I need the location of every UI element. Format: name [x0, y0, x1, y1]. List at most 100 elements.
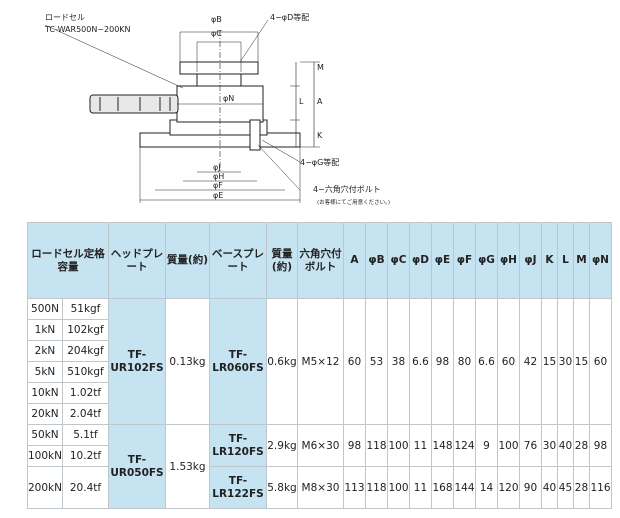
table-row: 50kN 5.1tf TF-UR050FS 1.53kg TF-LR120FS …: [27, 424, 612, 509]
dim-cell: 100: [386, 466, 410, 509]
header-dim: φF: [452, 222, 476, 299]
dim-cell: 30: [540, 424, 558, 467]
dim-cell: 90: [518, 466, 542, 509]
capacity-n: 5kN: [27, 361, 63, 383]
base-plate-model: TF-LR060FS: [208, 298, 267, 425]
capacity-n: 100kN: [27, 445, 63, 467]
bolt-size: M8×30: [296, 466, 344, 509]
header-dim: M: [572, 222, 590, 299]
header-dim: φC: [386, 222, 410, 299]
dim-cell: 53: [364, 298, 388, 425]
header-mass1: 質量(約): [164, 222, 210, 299]
dim-cell: 98: [430, 298, 454, 425]
head-plate-top: [179, 61, 259, 75]
capacity-n: 200kN: [27, 466, 63, 509]
capacity-n: 10kN: [27, 382, 63, 404]
capacity-n: 1kN: [27, 319, 63, 341]
capacity-kgf: 10.2tf: [61, 445, 109, 467]
head-plate-model: TF-UR102FS: [107, 298, 166, 425]
dim-cell: 98: [342, 424, 366, 467]
dim-cell: 100: [386, 424, 410, 467]
capacity-kgf: 1.02tf: [61, 382, 109, 404]
dim-cell: 76: [518, 424, 542, 467]
head-plate-mass: 1.53kg: [164, 424, 210, 509]
bolt-label: 4−六角穴付ボルト: [313, 184, 381, 194]
dim-cell: 144: [452, 466, 476, 509]
capacity-kgf: 204kgf: [61, 340, 109, 362]
header-dim: K: [540, 222, 558, 299]
dim-cell: 15: [572, 298, 590, 425]
phi-n-label: φN: [223, 94, 234, 103]
dim-cell: 14: [474, 466, 498, 509]
base-plate-model: TF-LR120FS: [208, 424, 267, 467]
dim-cell: 98: [588, 424, 612, 467]
header-dim: φD: [408, 222, 432, 299]
dim-cell: 30: [556, 298, 574, 425]
header-head-plate: ヘッドプレート: [107, 222, 166, 299]
capacity-n: 50kN: [27, 424, 63, 446]
capacity-n: 20kN: [27, 403, 63, 425]
header-mass2: 質量(約): [265, 222, 298, 299]
table-row: 20kN 2.04tf: [27, 403, 612, 425]
bolt-size: M5×12: [296, 298, 344, 425]
phi-c-label: φC: [211, 29, 222, 38]
header-dim: φG: [474, 222, 498, 299]
dim-cell: 6.6: [408, 298, 432, 425]
phi-f-label: φF: [213, 181, 223, 190]
capacity-kgf: 51kgf: [61, 298, 109, 320]
dim-cell: 42: [518, 298, 542, 425]
dim-cell: 116: [588, 466, 612, 509]
capacity-kgf: 510kgf: [61, 361, 109, 383]
dim-cell: 118: [364, 424, 388, 467]
phi-j-label: φJ: [213, 163, 221, 172]
dim-cell: 15: [540, 298, 558, 425]
cable: [89, 94, 179, 114]
head-plate-model: TF-UR050FS: [107, 424, 166, 509]
head-plate-mass: 0.13kg: [164, 298, 210, 425]
dim-cell: 45: [556, 466, 574, 509]
table-row: 1kN 102kgf: [27, 319, 612, 341]
header-base-plate: ベースプレート: [208, 222, 267, 299]
technical-drawing: ロードセル TC-WAR500N~200KN φB φC 4−φD等配 φN M…: [0, 0, 620, 215]
header-loadcell: ロードセル定格容量: [27, 222, 109, 299]
loadcell-model-label: TC-WAR500N~200KN: [44, 25, 131, 34]
dim-cell: 28: [572, 424, 590, 467]
dim-cell: 120: [496, 466, 520, 509]
dim-cell: 118: [364, 466, 388, 509]
header-dim: L: [556, 222, 574, 299]
k-label: K: [317, 131, 323, 140]
dim-cell: 168: [430, 466, 454, 509]
dim-cell: 28: [572, 466, 590, 509]
l-label: L: [299, 97, 304, 106]
bolt-size: M6×30: [296, 424, 344, 467]
spec-table: ロードセル定格容量 ヘッドプレート 質量(約) ベースプレート 質量(約) 六角…: [27, 222, 612, 509]
base-plate-mass: 5.8kg: [265, 466, 298, 509]
capacity-kgf: 5.1tf: [61, 424, 109, 446]
dim-cell: 6.6: [474, 298, 498, 425]
dim-cell: 11: [408, 466, 432, 509]
header-dim: φN: [588, 222, 612, 299]
phi-g-label: 4−φG等配: [300, 157, 339, 167]
customer-note: (お客様にてご用意ください。): [317, 198, 390, 206]
dim-cell: 100: [496, 424, 520, 467]
dim-cell: 60: [496, 298, 520, 425]
table-row: 100kN 10.2tf: [27, 445, 612, 467]
table-row: 5kN 510kgf: [27, 361, 612, 383]
loadcell-label: ロードセル: [45, 13, 85, 22]
header-dim: φB: [364, 222, 388, 299]
table-row: 200kN 20.4tf TF-LR122FS 5.8kg M8×30 113 …: [27, 466, 612, 509]
base-plate-mass: 2.9kg: [265, 424, 298, 467]
dim-cell: 60: [588, 298, 612, 425]
phi-b-label: φB: [211, 15, 222, 24]
dim-cell: 60: [342, 298, 366, 425]
capacity-n: 2kN: [27, 340, 63, 362]
dim-cell: 9: [474, 424, 498, 467]
header-dim: φE: [430, 222, 454, 299]
phi-d-label: 4−φD等配: [270, 12, 309, 22]
dim-cell: 40: [556, 424, 574, 467]
capacity-n: 500N: [27, 298, 63, 320]
capacity-kgf: 20.4tf: [61, 466, 109, 509]
table-row: 10kN 1.02tf: [27, 382, 612, 404]
phi-h-label: φH: [213, 172, 224, 181]
dim-cell: 80: [452, 298, 476, 425]
